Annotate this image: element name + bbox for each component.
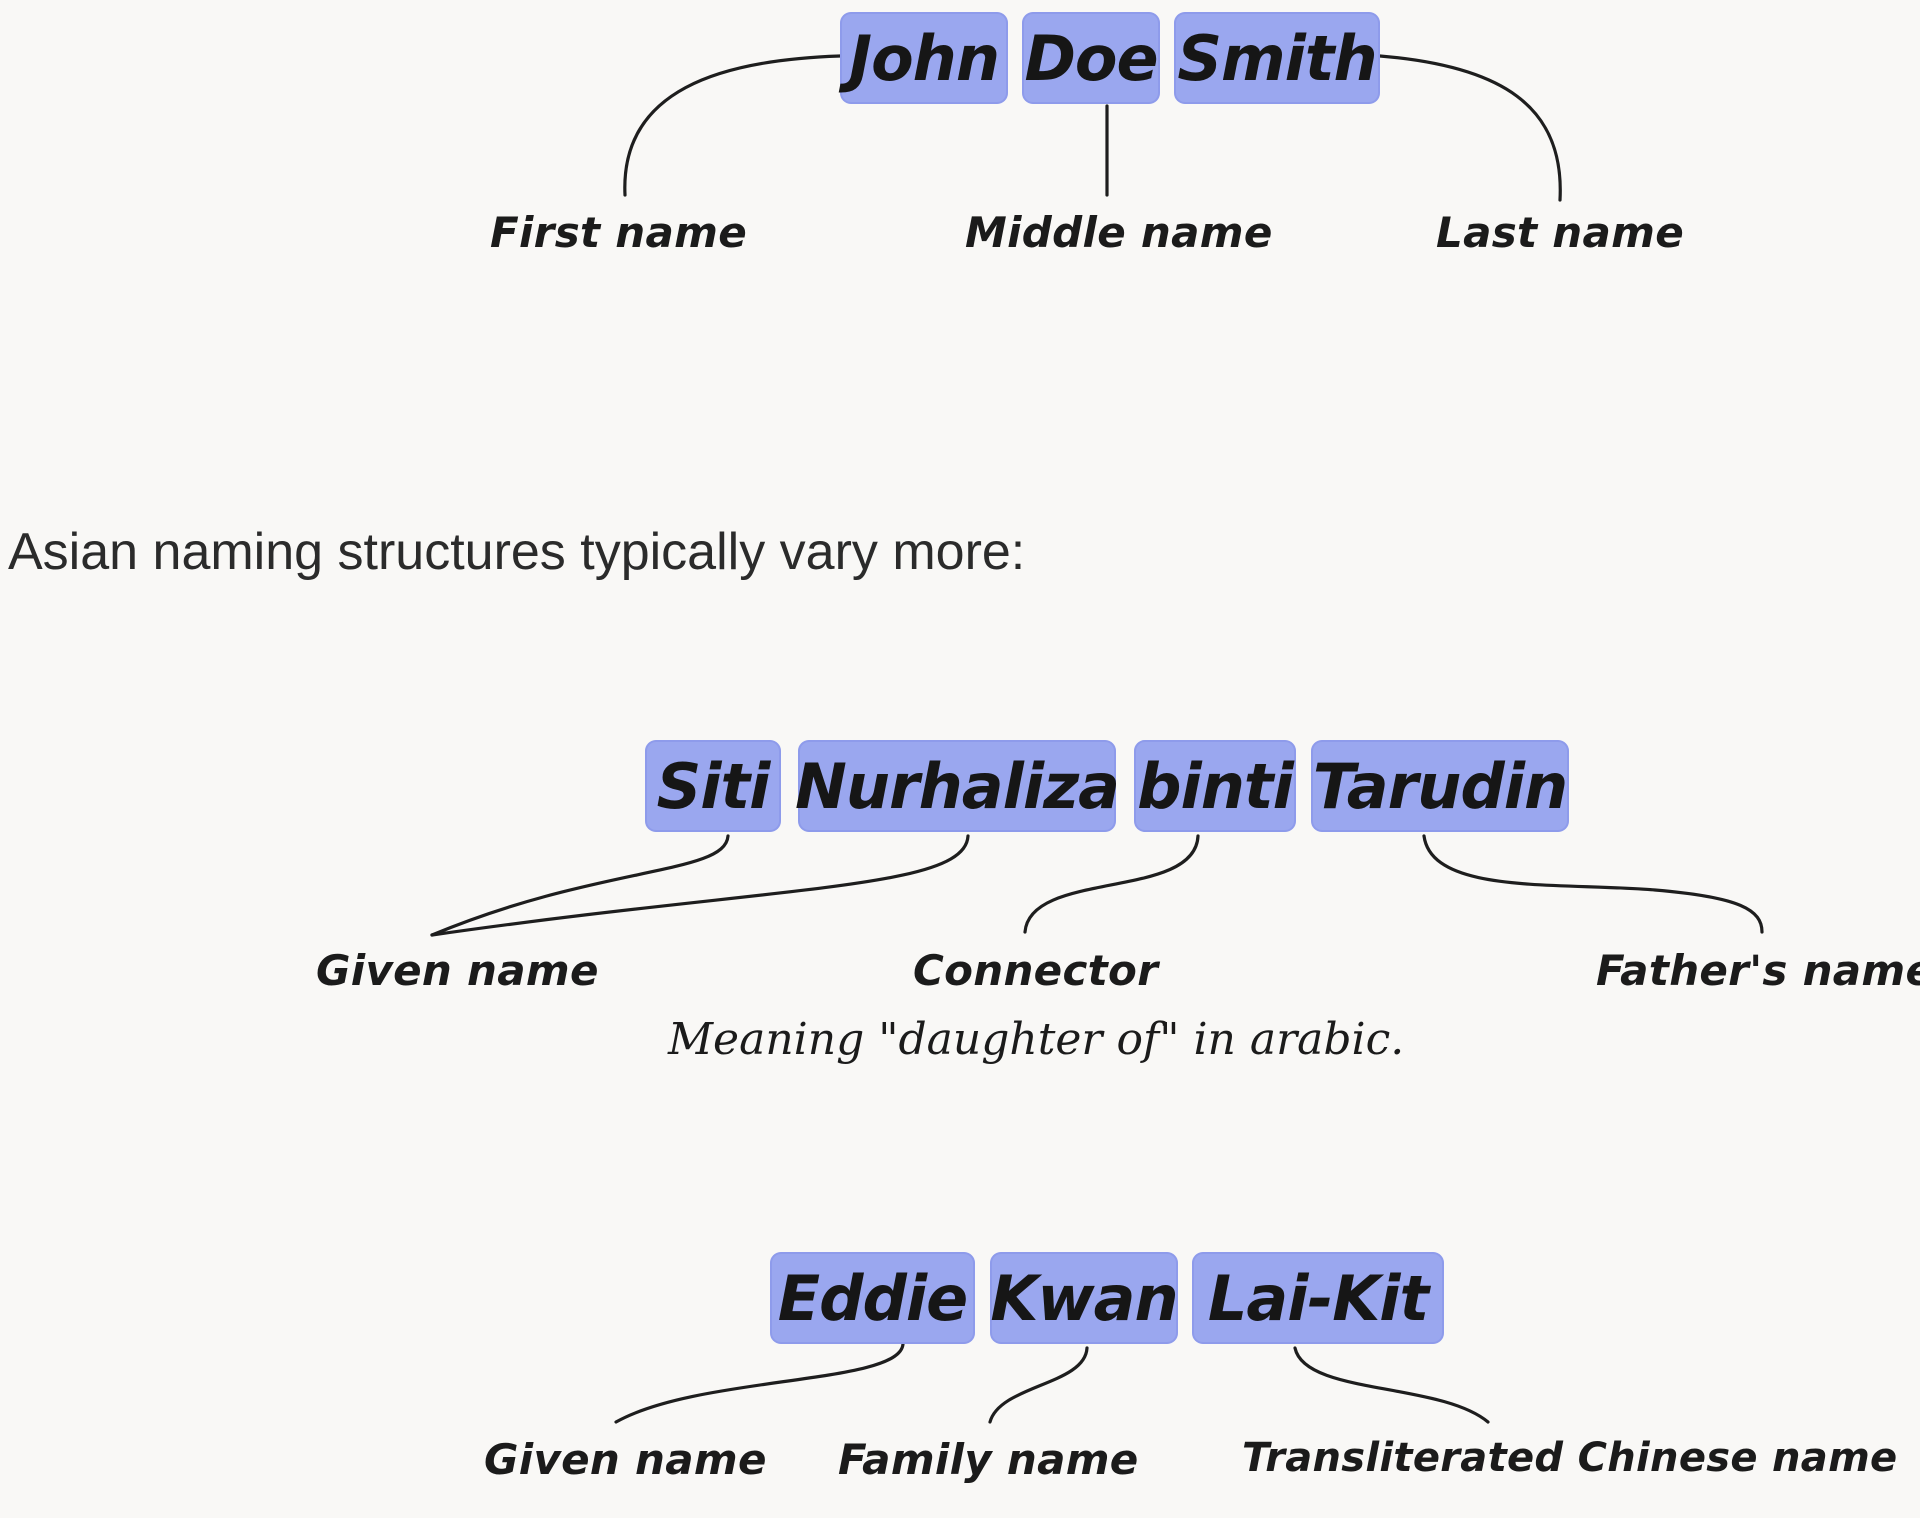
token-doe: Doe <box>1022 12 1160 104</box>
western-name-diagram: John Doe Smith First name Middle name La… <box>0 0 1920 300</box>
intro-text: Asian naming structures typically vary m… <box>8 523 1026 581</box>
label-given-name: Given name <box>484 1435 767 1484</box>
malay-connector-lines <box>430 834 1764 937</box>
connector-meaning-note: Meaning "daughter of" in arabic. <box>668 1014 1405 1065</box>
token-siti: Siti <box>645 740 781 832</box>
western-connector-lines <box>623 54 1562 202</box>
token-smith: Smith <box>1174 12 1380 104</box>
connector-binti <box>1023 834 1200 934</box>
token-lai-kit: Lai-Kit <box>1192 1252 1444 1344</box>
label-middle-name: Middle name <box>965 208 1273 257</box>
token-binti: binti <box>1134 740 1296 832</box>
label-last-name: Last name <box>1436 208 1684 257</box>
malay-name-diagram: Siti Nurhaliza binti Tarudin Given name … <box>0 700 1920 1100</box>
label-family-name: Family name <box>838 1435 1139 1484</box>
connector-eddie <box>614 1342 905 1424</box>
connector-first-name <box>623 54 842 197</box>
token-eddie: Eddie <box>770 1252 975 1344</box>
label-first-name: First name <box>490 208 747 257</box>
label-given-name: Given name <box>316 946 599 995</box>
connector-kwan <box>988 1346 1089 1424</box>
connector-lai-kit <box>1293 1346 1490 1424</box>
label-connector: Connector <box>913 946 1159 995</box>
connector-siti <box>430 834 730 937</box>
label-fathers-name: Father's name <box>1596 946 1920 995</box>
connector-nurhaliza <box>430 834 970 937</box>
chinese-name-diagram: Eddie Kwan Lai-Kit Given name Family nam… <box>0 1200 1920 1518</box>
connector-last-name <box>1378 54 1562 202</box>
label-transliterated-chinese-name: Transliterated Chinese name <box>1242 1435 1898 1481</box>
chinese-connector-lines <box>614 1342 1490 1424</box>
token-nurhaliza: Nurhaliza <box>795 740 1120 832</box>
token-john: John <box>840 12 1008 104</box>
token-kwan: Kwan <box>990 1252 1179 1344</box>
connector-tarudin <box>1422 834 1764 934</box>
token-tarudin: Tarudin <box>1311 740 1569 832</box>
